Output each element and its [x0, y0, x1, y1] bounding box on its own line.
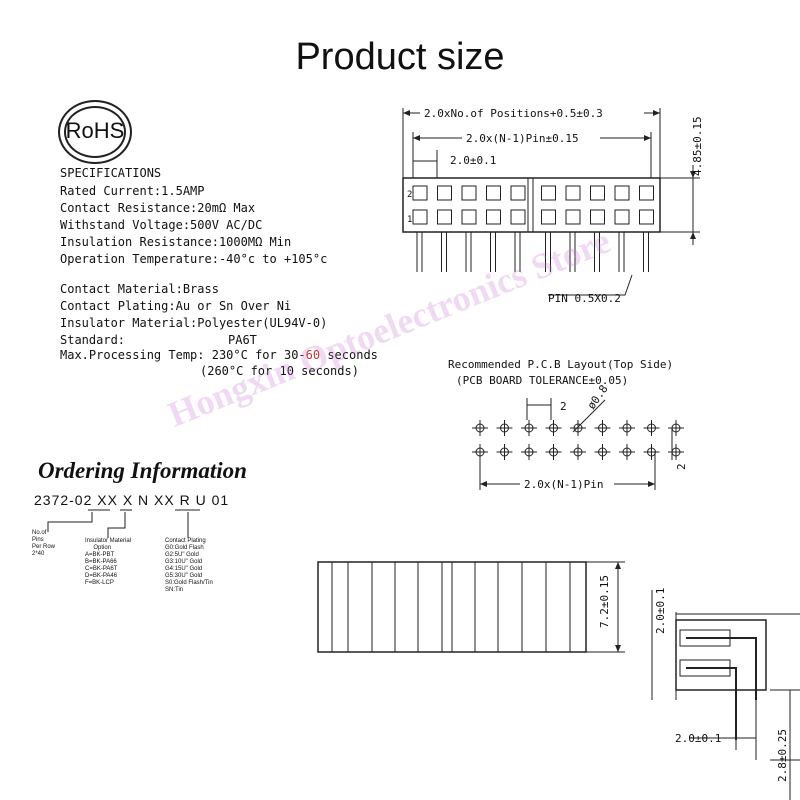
rohs-logo: RoHS: [58, 100, 132, 164]
spec-processing-label: Max.Processing Temp: 230°C for 30-: [60, 348, 306, 362]
dim-pin-span: 2.0x(N-1)Pin±0.15: [466, 132, 579, 145]
spec-standard-value: PA6T: [228, 333, 257, 347]
body-stripes: [331, 562, 571, 652]
contact-hole: [565, 185, 581, 201]
pcb-span-dim: 2.0x(N-1)Pin: [524, 478, 603, 491]
spec-operation-temperature: Operation Temperature:-40°c to +105°c: [60, 252, 328, 266]
pin-mark-1: 1: [407, 215, 412, 225]
pcb-pitch-dim: 2: [560, 400, 567, 413]
detail-bottom-dim: 2.0±0.1: [675, 732, 721, 745]
spec-rated-current: Rated Current:1.5AMP: [60, 184, 205, 198]
contact-hole: [486, 209, 501, 225]
top-view-drawing: 2.0xNo.of Positions+0.5±0.3 2.0x(N-1)Pin…: [402, 105, 704, 305]
detail-top-dim: 2.0±0.1: [654, 588, 667, 634]
spec-insulator-material: Insulator Material:Polyester(UL94V-0): [60, 316, 328, 330]
contact-holes: [412, 185, 654, 225]
side-body-drawing: 7.2±0.15: [317, 561, 625, 653]
contact-hole: [590, 209, 605, 225]
contact-hole: [614, 185, 630, 201]
detail-tail-dim: 2.8±0.25: [776, 729, 789, 782]
rohs-logo-text: RoHS: [65, 118, 125, 143]
spec-processing-tail: seconds: [320, 348, 378, 362]
contact-hole: [541, 185, 556, 201]
spec-contact-plating: Contact Plating:Au or Sn Over Ni: [60, 299, 292, 313]
ordering-insulator-note: Insulator Material Option A=BK-PBT B=BK-…: [85, 538, 132, 586]
contact-hole: [639, 185, 654, 201]
pcb-row-dim: 2: [675, 463, 688, 470]
contact-hole: [541, 209, 556, 225]
contact-hole: [486, 185, 501, 201]
contact-hole: [590, 185, 605, 201]
ordering-pins-note: No.of Pins Per Row 2*40: [32, 530, 56, 557]
dim-pitch: 2.0±0.1: [450, 154, 496, 167]
pcb-hole-grid: [472, 420, 684, 460]
pcb-layout-drawing: Recommended P.C.B Layout(Top Side) (PCB …: [448, 358, 688, 491]
contact-hole: [437, 185, 452, 201]
contact-hole: [510, 209, 526, 225]
contact-hole: [461, 209, 477, 225]
pin-legs: [416, 232, 649, 272]
page-title: Product size: [295, 36, 505, 78]
pin-size-label: PIN 0.5X0.2: [548, 292, 621, 305]
spec-standard: Standard:: [60, 333, 126, 347]
contact-hole: [510, 185, 526, 201]
contact-hole: [565, 209, 581, 225]
contact-hole: [437, 209, 452, 225]
pins-leader: [47, 512, 93, 532]
ordering-title: Ordering Information: [38, 458, 247, 483]
spec-processing-temp: Max.Processing Temp: 230°C for 30-60 sec…: [60, 348, 378, 362]
spec-heading: SPECIFICATIONS: [60, 166, 162, 180]
contact-hole: [639, 209, 654, 225]
insulator-leader: [107, 512, 126, 538]
dim-height: 4.85±0.15: [691, 116, 704, 176]
spec-withstand-voltage: Withstand Voltage:500V AC/DC: [60, 218, 263, 232]
spec-processing-temp-line2: (260°C for 10 seconds): [200, 364, 359, 378]
ordering-leaders: [47, 509, 200, 538]
right-angle-detail: 2.0±0.1 2.0±0.1 2.8±0.25: [651, 588, 800, 800]
ordering-plating-note: Contact Plating G0:Gold Flash G2:5U" Gol…: [165, 538, 213, 593]
spec-processing-accent: 60: [305, 348, 321, 362]
side-height-dim: 7.2±0.15: [598, 575, 611, 628]
contact-hole: [412, 209, 428, 225]
contact-hole: [412, 185, 428, 201]
pin-mark-2: 2: [407, 190, 412, 200]
pcb-layout-title: Recommended P.C.B Layout(Top Side): [448, 358, 673, 371]
spec-insulation-resistance: Insulation Resistance:1000MΩ Min: [60, 235, 292, 249]
contact-hole: [614, 209, 630, 225]
pcb-tolerance: (PCB BOARD TOLERANCE±0.05): [456, 374, 628, 387]
ordering-code: 2372-02 XX X N XX R U 01: [34, 492, 230, 508]
contact-hole: [461, 185, 477, 201]
dim-total-length: 2.0xNo.of Positions+0.5±0.3: [424, 107, 603, 120]
spec-contact-resistance: Contact Resistance:20mΩ Max: [60, 201, 256, 215]
spec-contact-material: Contact Material:Brass: [60, 282, 219, 296]
